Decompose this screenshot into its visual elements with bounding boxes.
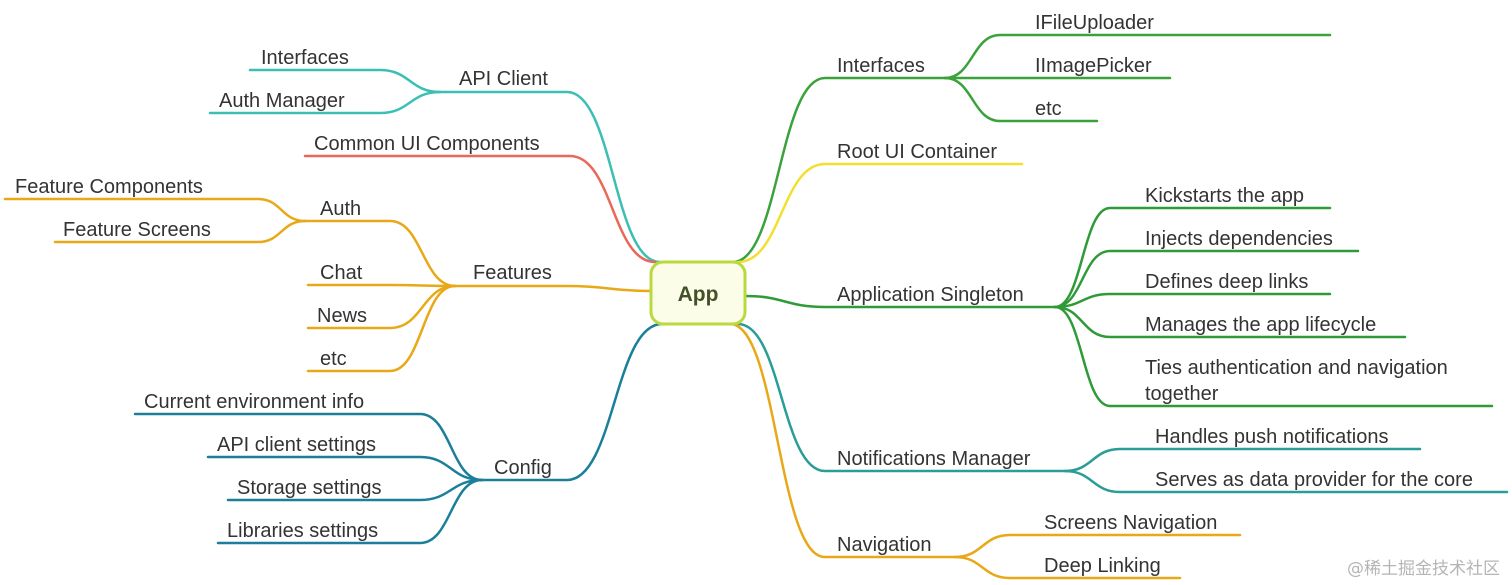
root-node-label: App	[678, 283, 719, 306]
subtopic-screens-navigation[interactable]: Screens Navigation	[1044, 512, 1217, 534]
subtopic-chat[interactable]: Chat	[320, 262, 363, 284]
subtopic-iimagepicker[interactable]: IImagePicker	[1035, 55, 1152, 77]
branch-line-common-ui	[303, 154, 657, 264]
branch-line-kickstarts	[1053, 206, 1332, 309]
branch-line-auth	[303, 219, 457, 288]
topic-interfaces[interactable]: Interfaces	[837, 55, 925, 77]
topic-api-client[interactable]: API Client	[459, 68, 548, 90]
subtopic-manages-app-lifecycle[interactable]: Manages the app lifecycle	[1145, 314, 1376, 336]
topic-notifications-manager[interactable]: Notifications Manager	[837, 448, 1031, 470]
subtopic-features-etc[interactable]: etc	[320, 348, 347, 370]
branch-line-features-etc	[306, 284, 457, 373]
branch-line-api-client	[438, 90, 662, 264]
branch-line-deep-linking	[953, 555, 1182, 580]
connector-lines	[3, 33, 1509, 580]
branch-line-libraries-settings	[216, 478, 484, 545]
root-node[interactable]: App	[649, 260, 747, 326]
root-node-box	[649, 260, 747, 326]
branch-line-injects	[1053, 249, 1360, 309]
branch-line-navigation	[728, 322, 957, 559]
subtopic-current-environment-info[interactable]: Current environment info	[144, 391, 364, 413]
subtopic-feature-components[interactable]: Feature Components	[15, 176, 203, 198]
subtopic-feature-screens[interactable]: Feature Screens	[63, 219, 211, 241]
subtopic-interfaces-etc[interactable]: etc	[1035, 98, 1062, 120]
branch-line-ties	[1053, 305, 1494, 408]
branch-line-notifications	[736, 322, 1067, 473]
subtopic-ifileuploader[interactable]: IFileUploader	[1035, 12, 1154, 34]
subtopic-api-interfaces[interactable]: Interfaces	[261, 47, 349, 69]
branch-line-data-provider	[1063, 469, 1509, 494]
branch-line-interfaces	[731, 76, 947, 264]
subtopic-injects-dependencies[interactable]: Injects dependencies	[1145, 228, 1333, 250]
branch-line-ifileuploader	[943, 33, 1332, 80]
topic-application-singleton[interactable]: Application Singleton	[837, 284, 1024, 306]
branch-line-interfaces-etc	[943, 76, 1099, 123]
subtopic-libraries-settings[interactable]: Libraries settings	[227, 520, 378, 542]
watermark: @稀土掘金技术社区	[1347, 559, 1500, 579]
branch-line-feature-screens	[53, 219, 307, 244]
branch-line-storage-settings	[226, 478, 484, 502]
branch-line-feature-components	[3, 197, 307, 223]
topic-common-ui-components[interactable]: Common UI Components	[314, 133, 540, 155]
branch-line-app-singleton	[743, 294, 1057, 309]
subtopic-api-client-settings[interactable]: API client settings	[217, 434, 376, 456]
topic-navigation[interactable]: Navigation	[837, 534, 932, 556]
subtopic-kickstarts-the-app[interactable]: Kickstarts the app	[1145, 185, 1304, 207]
branch-line-news	[306, 284, 457, 330]
subtopic-serves-as-data-provider[interactable]: Serves as data provider for the core	[1155, 469, 1473, 491]
subtopic-ties-auth-and-navigation-line2: together	[1145, 383, 1219, 405]
branch-line-defines	[1053, 292, 1332, 309]
branch-line-config	[480, 322, 664, 482]
subtopic-auth-manager[interactable]: Auth Manager	[219, 90, 345, 112]
branch-line-root-ui	[736, 162, 1024, 264]
subtopic-deep-linking[interactable]: Deep Linking	[1044, 555, 1161, 577]
branch-line-current-env	[133, 412, 484, 482]
branch-line-push-notifications	[1063, 447, 1422, 473]
subtopic-storage-settings[interactable]: Storage settings	[237, 477, 382, 499]
branch-line-api-client-settings	[206, 455, 484, 482]
subtopic-ties-auth-and-navigation[interactable]: Ties authentication and navigation	[1145, 357, 1448, 379]
subtopic-handles-push-notifications[interactable]: Handles push notifications	[1155, 426, 1388, 448]
subtopic-defines-deep-links[interactable]: Defines deep links	[1145, 271, 1308, 293]
branch-line-auth-manager	[208, 90, 442, 115]
topic-features[interactable]: Features	[473, 262, 552, 284]
topic-config[interactable]: Config	[494, 457, 552, 479]
subtopic-news[interactable]: News	[317, 305, 367, 327]
branch-line-features	[453, 284, 653, 293]
branch-line-chat	[306, 283, 457, 288]
branch-line-api-interfaces	[248, 68, 442, 94]
branch-line-manages	[1053, 305, 1407, 339]
topic-root-ui-container[interactable]: Root UI Container	[837, 141, 997, 163]
branch-line-screens-navigation	[953, 533, 1242, 559]
subtopic-auth[interactable]: Auth	[320, 198, 361, 220]
